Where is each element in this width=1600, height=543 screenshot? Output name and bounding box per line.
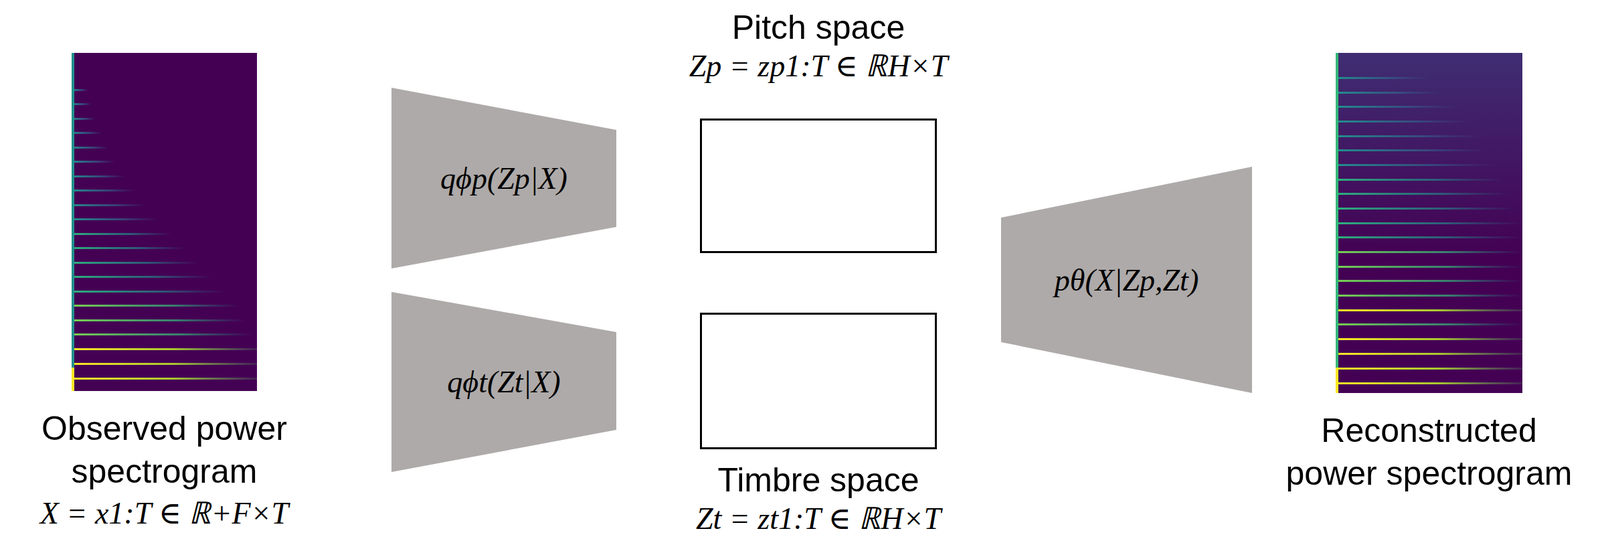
spectrogram-part [71, 117, 96, 120]
observed-spectrogram [71, 52, 257, 391]
distribution-label: qϕt(Zt|X) [447, 364, 561, 400]
trapezoid-fill [391, 291, 617, 472]
spectrogram-part [1335, 120, 1470, 123]
spectrogram-part [71, 232, 172, 235]
spectrogram-part [71, 52, 75, 391]
space-title: Timbre space [584, 460, 1053, 500]
spectrogram-part [71, 319, 246, 322]
spectrogram-part [71, 189, 136, 192]
spectrogram-part [1335, 337, 1523, 340]
spectrogram-part [1335, 382, 1523, 385]
spectrogram-part [1335, 323, 1523, 326]
spectrogram-part [1335, 149, 1490, 152]
space-formula: Zp = zp1:T ∈ ℝH×T [584, 46, 1053, 86]
spectrogram-part [71, 52, 257, 391]
space-title: Pitch space [584, 8, 1053, 47]
spectrogram-label: Reconstructed power spectrogram [1278, 408, 1580, 495]
spectrogram-part [71, 204, 146, 207]
spectrogram-part [1335, 105, 1457, 108]
spectrogram-part [71, 362, 257, 365]
spectrogram-part [1335, 178, 1503, 181]
spectrogram-part [71, 246, 186, 249]
block-label-area: qϕt(Zt|X) [391, 291, 617, 472]
timbre-encoder: qϕt(Zt|X) [391, 291, 617, 472]
spectrogram-part [71, 377, 257, 380]
spectrogram-part [1335, 207, 1517, 210]
spectrogram-part [71, 367, 75, 391]
spectrogram-part [1335, 222, 1523, 225]
block-label-area: qϕp(Zp|X) [391, 87, 617, 269]
spectrogram-part [1335, 52, 1339, 393]
reconstructed-spectrogram [1335, 52, 1523, 393]
spectrogram-part [71, 333, 253, 336]
spectrogram-part [1335, 135, 1483, 138]
spectrogram-part [1335, 76, 1430, 79]
distribution-label: qϕp(Zp|X) [440, 160, 568, 197]
distribution-label: pθ(X|Zp,Zt) [1054, 262, 1199, 298]
spectrogram-part [1335, 294, 1523, 297]
spectrogram-part [71, 304, 239, 307]
spectrogram-part [1335, 367, 1523, 370]
space-caption: Timbre spaceZt = zt1:T ∈ ℝH×T [584, 460, 1053, 539]
spectrogram-part [71, 160, 116, 163]
spectrogram-part [71, 146, 109, 149]
spectrogram-part [1335, 279, 1523, 282]
spectrogram-part [1335, 250, 1523, 253]
spectrogram-part [71, 275, 213, 278]
spectrogram-part [1335, 52, 1523, 393]
spectrogram-part [71, 347, 257, 350]
pitch-encoder: qϕp(Zp|X) [391, 87, 617, 269]
spectrogram-caption: Reconstructed power spectrogram [1278, 408, 1580, 495]
latent-space-box: Timbre spaceZt = zt1:T ∈ ℝH×T [699, 312, 937, 450]
spectrogram-part [1335, 91, 1443, 94]
spectrogram-part [71, 175, 126, 178]
block-label-area: pθ(X|Zp,Zt) [1001, 166, 1253, 393]
spectrogram-part [71, 103, 92, 106]
spectrogram-panel: Reconstructed power spectrogram [1335, 52, 1523, 393]
decoder: pθ(X|Zp,Zt) [1001, 166, 1253, 393]
spectrogram-label: Observed power spectrogram [14, 406, 316, 493]
spectrogram-part [71, 261, 199, 264]
spectrogram-part [1335, 265, 1523, 268]
spectrogram-panel: Observed power spectrogramX = x1:T ∈ ℝ+F… [71, 52, 257, 391]
spectrogram-formula: X = x1:T ∈ ℝ+F×T [14, 492, 316, 535]
spectrogram-part [1335, 352, 1523, 355]
trapezoid-fill [391, 87, 617, 269]
space-formula: Zt = zt1:T ∈ ℝH×T [584, 499, 1053, 539]
spectrogram-part [1335, 52, 1523, 393]
spectrogram-part [1335, 192, 1510, 195]
spectrogram-caption: Observed power spectrogramX = x1:T ∈ ℝ+F… [14, 406, 316, 535]
spectrogram-part [1335, 367, 1339, 393]
spectrogram-part [71, 290, 226, 293]
spectrogram-part [71, 218, 159, 221]
spectrogram-part [71, 131, 102, 134]
spectrogram-part [1335, 309, 1523, 312]
latent-space-box: Pitch spaceZp = zp1:T ∈ ℝH×T [699, 118, 937, 253]
trapezoid-fill [1001, 166, 1253, 393]
spectrogram-part [1335, 163, 1497, 166]
space-caption: Pitch spaceZp = zp1:T ∈ ℝH×T [584, 8, 1053, 86]
spectrogram-part [1335, 236, 1523, 239]
